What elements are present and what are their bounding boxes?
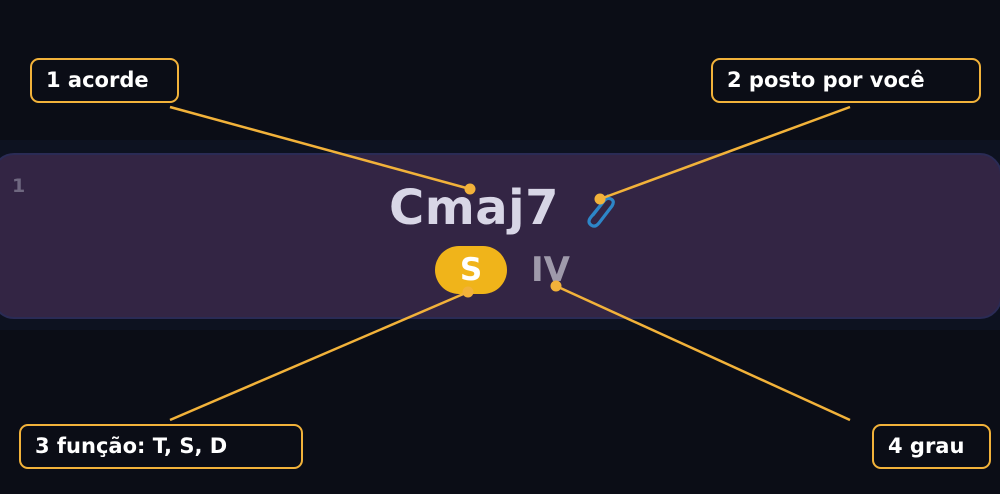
leader-dot-2 bbox=[594, 193, 606, 205]
leader-dot-3 bbox=[462, 286, 474, 298]
function-badge[interactable]: S bbox=[435, 246, 507, 294]
leader-dot-4 bbox=[550, 280, 562, 292]
callout-function: 3 função: T, S, D bbox=[19, 424, 303, 469]
paperclip-icon bbox=[581, 189, 617, 229]
callout-chord: 1 acorde bbox=[30, 58, 179, 103]
leader-line-2 bbox=[599, 105, 851, 201]
callout-auto-placed: 2 posto por você bbox=[711, 58, 981, 103]
slot-number: 1 bbox=[12, 175, 26, 197]
degree-label: IV bbox=[531, 250, 570, 290]
leader-dot-1 bbox=[464, 183, 476, 195]
chord-card[interactable]: 1 Cmaj7 S IV bbox=[0, 153, 1000, 319]
leader-line-4 bbox=[555, 284, 851, 422]
leader-line-1 bbox=[169, 105, 471, 191]
leader-line-3 bbox=[169, 290, 469, 422]
callout-degree: 4 grau bbox=[872, 424, 991, 469]
